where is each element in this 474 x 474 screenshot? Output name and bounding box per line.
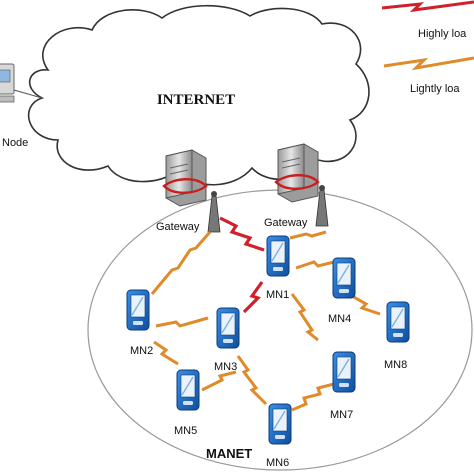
pda-button (183, 401, 193, 405)
legend-label-highly: Highly loa (418, 28, 467, 40)
mobile-node-label: MN2 (130, 345, 153, 357)
manet-label: MANET (206, 446, 252, 461)
legend-heavy-link-icon (381, 0, 474, 13)
external-node-computer (0, 63, 15, 103)
mobile-device-mn8: MN8 (384, 301, 410, 371)
light-link (291, 382, 335, 412)
pda-button (133, 321, 143, 325)
gateway-red-ring-icon (162, 178, 208, 194)
mobile-device-mn5: MN5 (174, 369, 200, 437)
pda-screen-glare (271, 242, 284, 262)
light-link (236, 355, 268, 406)
heavy-link (219, 216, 265, 252)
light-link (295, 260, 335, 270)
mobile-device-mn1: MN1 (266, 235, 290, 301)
pda-button (273, 267, 283, 271)
legend-label-lightly: Lightly loa (410, 83, 460, 95)
mobile-node-label: MN1 (266, 289, 289, 301)
external-node-link (13, 89, 43, 99)
heavy-link (242, 281, 264, 314)
light-link (289, 230, 327, 240)
mobile-node-label: MN7 (330, 409, 353, 421)
mobile-node-label: MN5 (174, 425, 197, 437)
light-link (155, 316, 209, 328)
mobile-node-label: MN6 (266, 457, 289, 469)
mobile-device-mn4: MN4 (328, 257, 356, 325)
mobile-device-mn3: MN3 (214, 307, 240, 373)
mobile-node-label: MN3 (214, 361, 237, 373)
gateway-server-icon (165, 149, 207, 207)
gateway-label: Gateway (264, 217, 308, 229)
internet-cloud (27, 4, 370, 186)
links-group (150, 216, 381, 412)
gateway-antenna-icon (207, 191, 221, 233)
mobile-node-label: MN8 (384, 359, 407, 371)
external-node-label: Node (2, 137, 28, 149)
mobile-device-mn6: MN6 (266, 403, 292, 469)
mobile-node-label: MN4 (328, 313, 351, 325)
pda-button (393, 333, 403, 337)
light-link (153, 340, 179, 366)
pda-screen-glare (391, 308, 404, 328)
gateway-antenna-icon (315, 185, 329, 227)
pda-screen-glare (337, 264, 350, 284)
legend-light-link-icon (383, 56, 474, 71)
pda-button (223, 339, 233, 343)
gateway-label: Gateway (156, 221, 200, 233)
internet-label: INTERNET (157, 92, 235, 108)
mobile-device-mn7: MN7 (330, 351, 356, 421)
pda-screen-glare (131, 296, 144, 316)
light-link (150, 231, 212, 295)
pda-button (339, 289, 349, 293)
legend: Highly loa Lightly loa (381, 0, 474, 95)
pda-screen-glare (337, 358, 350, 378)
mobile-device-mn2: MN2 (126, 289, 153, 357)
gateway-server-icon (277, 143, 319, 203)
gateway-red-ring-icon (274, 174, 320, 190)
light-link (290, 293, 319, 342)
light-link (351, 294, 381, 316)
pda-screen-glare (221, 314, 234, 334)
light-link (201, 370, 237, 392)
pda-button (339, 383, 349, 387)
pda-screen-glare (181, 376, 194, 396)
pda-screen-glare (273, 410, 286, 430)
pda-button (275, 435, 285, 439)
